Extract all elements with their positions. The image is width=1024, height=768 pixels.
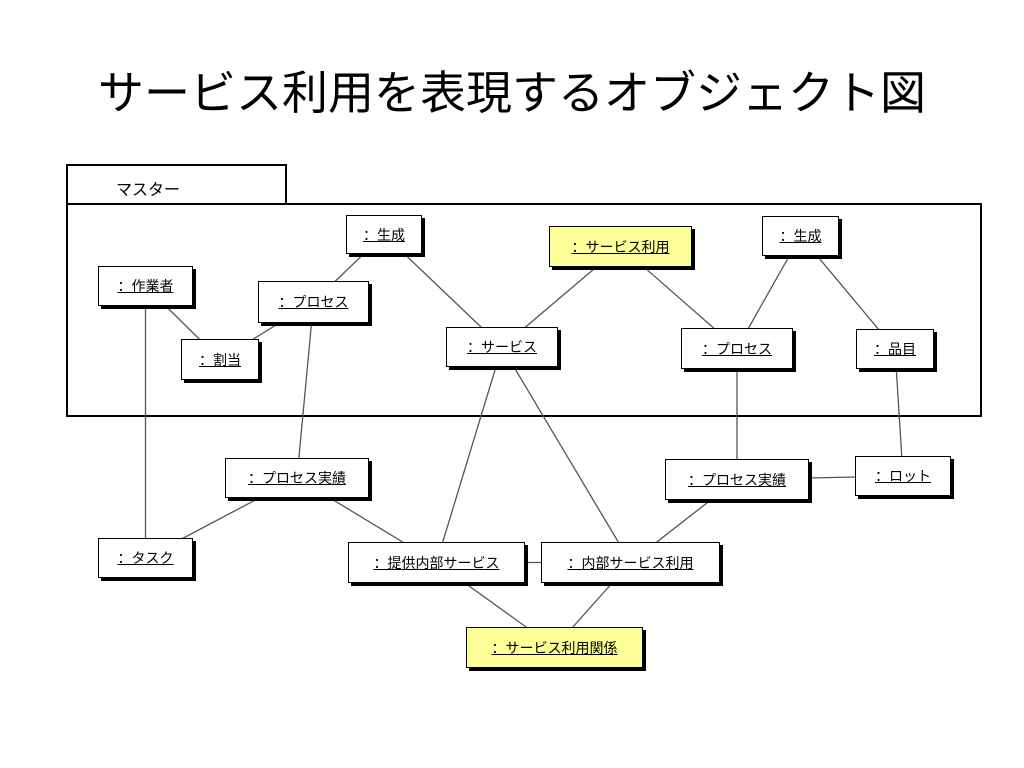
- link-hinmoku-lot: [894, 348, 904, 477]
- object-task[interactable]: ：タスク: [98, 538, 193, 578]
- object-provided-internal-service[interactable]: ：提供内部サービス: [348, 542, 525, 583]
- object-service-usage-relation[interactable]: ：サービス利用関係: [466, 627, 643, 668]
- link-service-teikyou_naibu: [435, 346, 503, 563]
- object-internal-service-usage[interactable]: ：内部サービス利用: [541, 542, 720, 583]
- page-title: サービス利用を表現するオブジェクト図: [98, 66, 926, 120]
- package-tab: マスター: [66, 164, 287, 204]
- object-generation-2[interactable]: ：生成: [762, 216, 839, 256]
- object-process-result-2[interactable]: ：プロセス実績: [665, 459, 809, 500]
- object-assignment[interactable]: ：割当: [181, 339, 259, 380]
- object-service-usage[interactable]: ：サービス利用: [549, 226, 692, 267]
- object-process-result-1[interactable]: ：プロセス実績: [225, 458, 369, 498]
- object-generation-1[interactable]: ：生成: [346, 215, 422, 254]
- object-process-1[interactable]: ：プロセス: [258, 281, 369, 323]
- package-name: マスター: [116, 180, 181, 199]
- object-service[interactable]: ：サービス: [446, 327, 558, 367]
- object-worker[interactable]: ：作業者: [98, 266, 193, 306]
- link-service-naibu_riyou: [501, 346, 632, 563]
- object-process-2[interactable]: ：プロセス: [681, 328, 793, 369]
- object-item[interactable]: ：品目: [856, 329, 934, 369]
- link-process1-process_jisseki1: [296, 301, 315, 479]
- object-lot[interactable]: ：ロット: [855, 456, 951, 496]
- package-frame: [66, 203, 982, 417]
